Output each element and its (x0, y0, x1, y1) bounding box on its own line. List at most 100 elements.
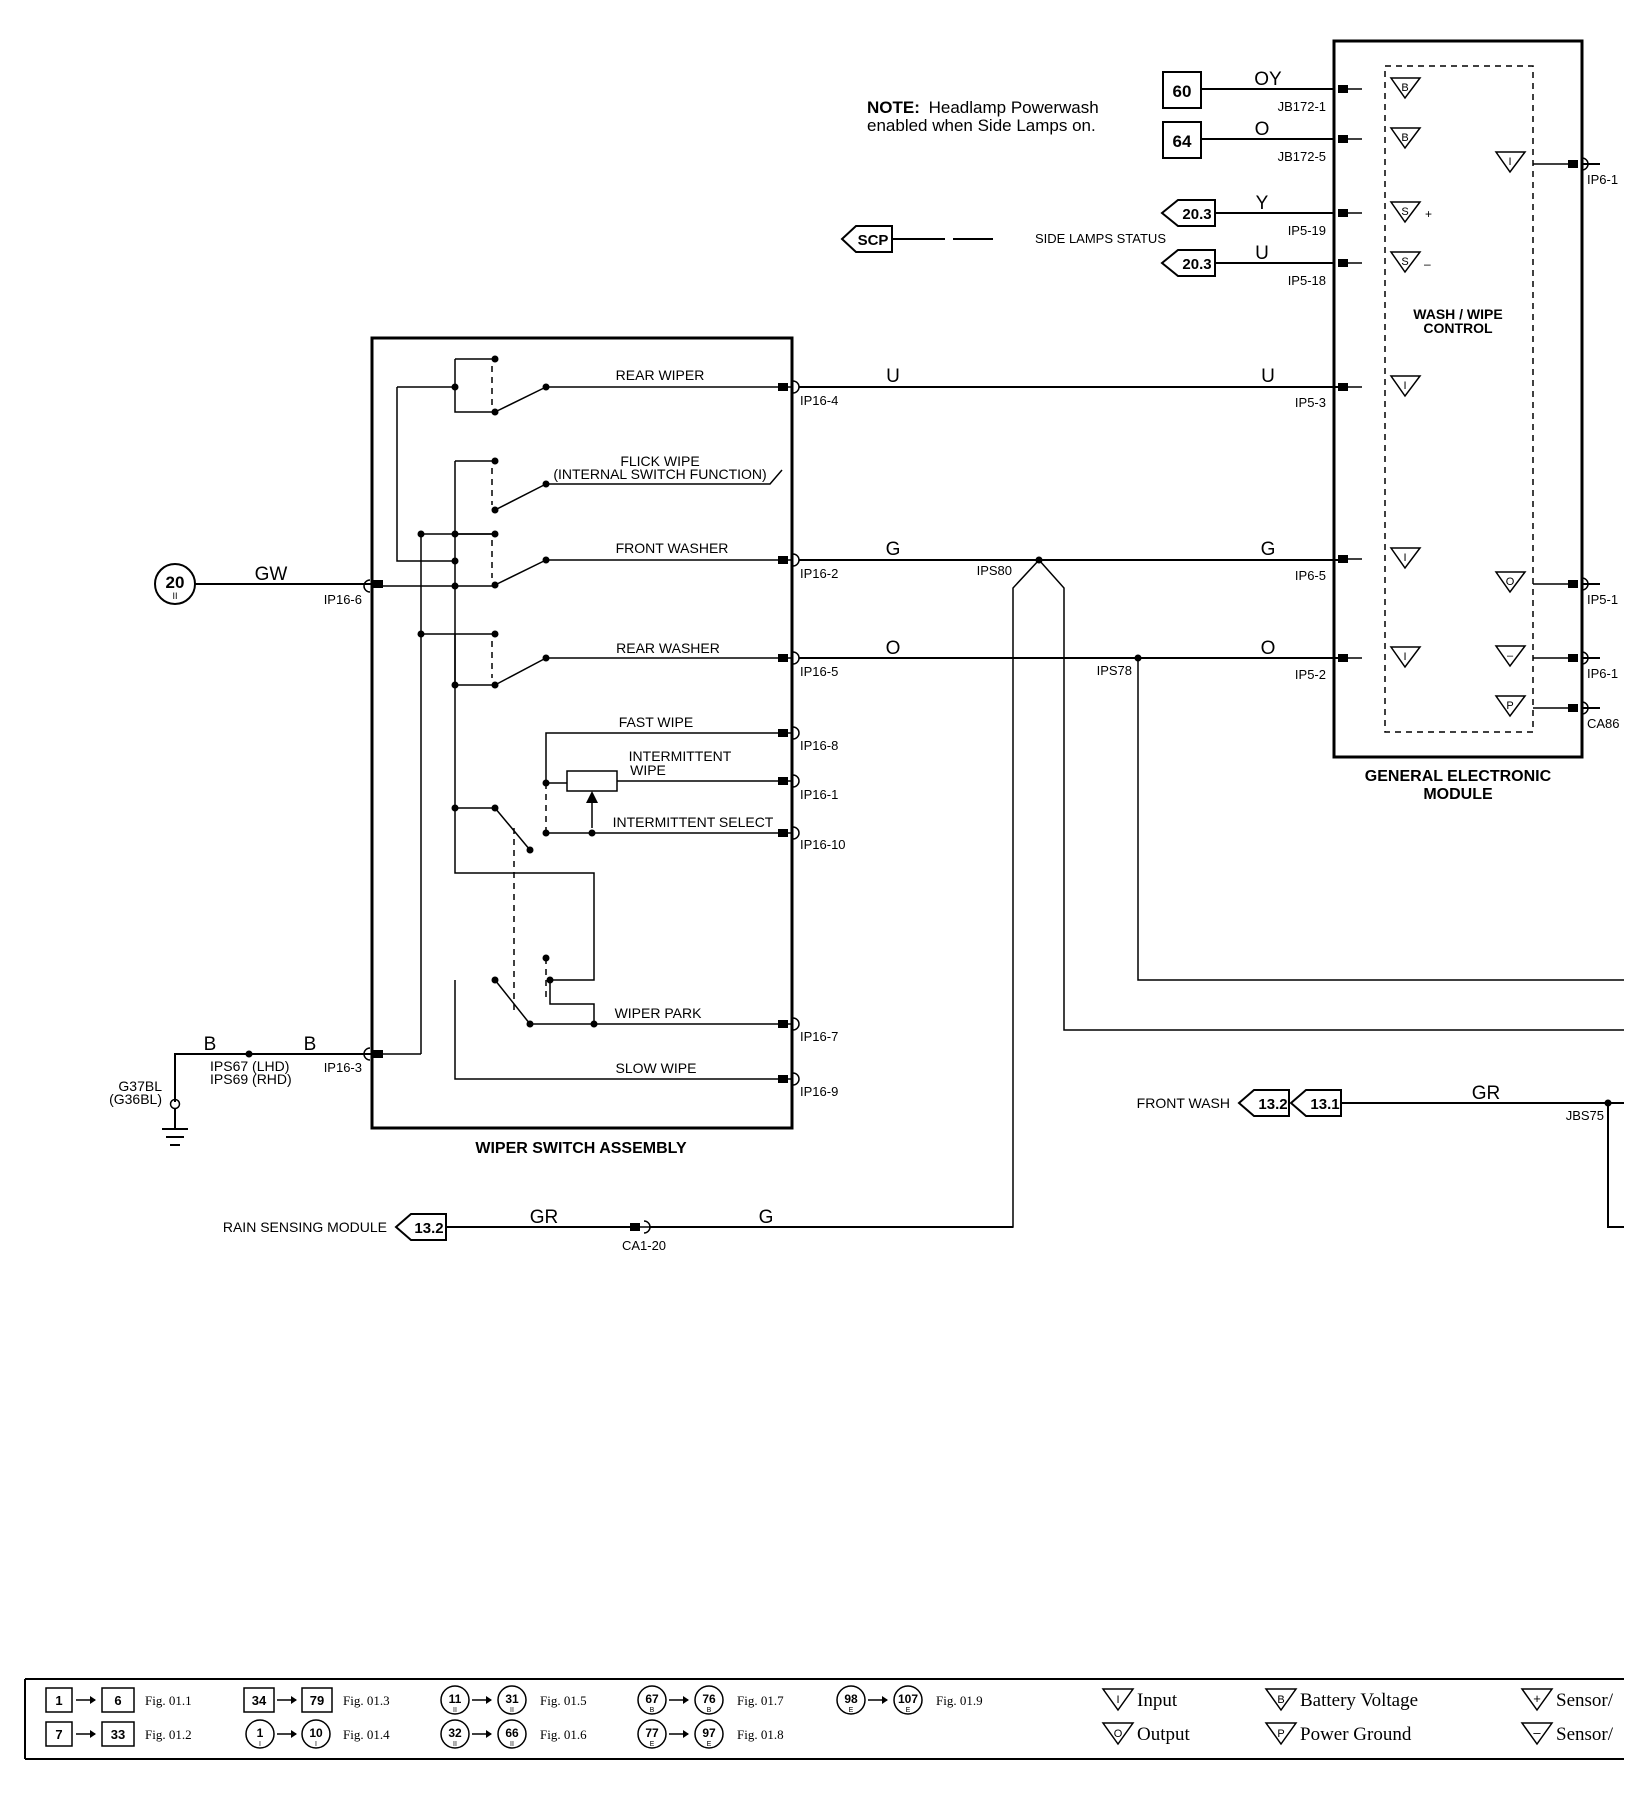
wire-color: O (886, 638, 901, 659)
legend-symbols: I Input O Output B Battery Voltage P Pow… (1101, 1688, 1614, 1746)
sensor-minus-symbol: – (1507, 650, 1514, 662)
sensor-plus-icon: + (1533, 1691, 1541, 1706)
svg-text:Fig. 01.1: Fig. 01.1 (145, 1693, 192, 1708)
pin-label: CA1-20 (622, 1238, 666, 1253)
ground-circuit: B B IPS67 (LHD) IPS69 (RHD) G37BL (G36BL… (109, 1034, 372, 1146)
ground-label: G37BL (118, 1078, 162, 1094)
wire-color: U (886, 366, 900, 387)
power-feed-20: 20 II GW (154, 563, 372, 605)
ground-label: (G36BL) (109, 1091, 162, 1107)
front-wash-reference: FRONT WASH 13.2 13.1 GR JBS75 (1137, 1083, 1624, 1228)
wire-color: G (1261, 539, 1276, 560)
gem-title-2: MODULE (1423, 786, 1493, 803)
pin-label: IP16-10 (800, 837, 846, 852)
svg-text:II: II (510, 1707, 514, 1714)
power-ground-symbol: P (1506, 700, 1513, 712)
legend-fig-01-5: 11 II 31 II Fig. 01.5 (440, 1685, 587, 1715)
gem-pin-label: IP6-1 (1587, 666, 1618, 681)
ref-tag: 20.3 (1182, 256, 1211, 273)
svg-text:76: 76 (702, 1692, 716, 1706)
svg-text:E: E (849, 1707, 854, 1714)
gem-title-1: GENERAL ELECTRONIC (1365, 768, 1552, 785)
pin-label: IP16-6 (324, 592, 362, 607)
output-icon: O (1114, 1728, 1123, 1740)
input-symbol: I (1403, 651, 1406, 663)
scp-reference: SCP SIDE LAMPS STATUS (840, 225, 1166, 253)
pin-label: IP6-5 (1295, 568, 1326, 583)
wire-color: OY (1254, 69, 1282, 90)
ref-tag: 13.2 (1258, 1096, 1287, 1113)
svg-text:97: 97 (702, 1726, 716, 1740)
gem-pin-label: IP6-1 (1587, 172, 1618, 187)
svg-text:Fig. 01.3: Fig. 01.3 (343, 1693, 390, 1708)
svg-text:98: 98 (844, 1692, 858, 1706)
svg-text:11: 11 (449, 1692, 462, 1706)
svg-text:I: I (315, 1741, 317, 1748)
input-icon: I (1116, 1694, 1119, 1706)
svg-text:34: 34 (252, 1693, 267, 1708)
battery-icon: B (1277, 1694, 1284, 1706)
fast-wipe-label: FAST WIPE (619, 714, 693, 730)
svg-text:7: 7 (55, 1727, 62, 1742)
wire-color: O (1261, 638, 1276, 659)
svg-text:77: 77 (645, 1726, 659, 1740)
wire-color: Y (1256, 193, 1269, 214)
pin-label: IP16-9 (800, 1084, 838, 1099)
slow-wipe-label: SLOW WIPE (616, 1060, 697, 1076)
svg-text:Fig. 01.4: Fig. 01.4 (343, 1727, 390, 1742)
rear-wiper-label: REAR WIPER (616, 367, 705, 383)
legend-fig-01-9: 98 E 107 E Fig. 01.9 (836, 1685, 983, 1715)
svg-text:E: E (707, 1741, 712, 1748)
legend-sensor-plus-label: Sensor/ (1556, 1690, 1614, 1711)
note: NOTE: Headlamp Powerwash enabled when Si… (867, 98, 1099, 135)
pin-label: IP16-1 (800, 787, 838, 802)
input-symbol: I (1403, 552, 1406, 564)
legend-input-label: Input (1137, 1690, 1178, 1711)
note-line-1: Headlamp Powerwash (929, 98, 1099, 117)
wire-color: GR (530, 1207, 559, 1228)
note-title: NOTE: (867, 98, 920, 117)
legend-fig-01-3: 34 79 Fig. 01.3 (243, 1687, 390, 1713)
rear-washer-label: REAR WASHER (616, 640, 720, 656)
feed-ref: 20 (166, 573, 185, 592)
pin-label: IP16-8 (800, 738, 838, 753)
wire-color: B (204, 1034, 217, 1055)
ref-tag: 13.2 (414, 1220, 443, 1237)
general-electronic-module: WASH / WIPE CONTROL GENERAL ELECTRONIC M… (1332, 39, 1620, 803)
wire-color: B (304, 1034, 317, 1055)
pin-label: JB172-5 (1278, 149, 1326, 164)
intermittent-wipe-sublabel: WIPE (630, 762, 666, 778)
legend-output-label: Output (1137, 1724, 1191, 1745)
gem-pin-label: CA86 (1587, 716, 1620, 731)
scp-label: SCP (858, 232, 889, 249)
front-washer-label: FRONT WASHER (616, 540, 729, 556)
ref-box-64: 64 (1173, 132, 1192, 151)
switch-contacts (491, 355, 554, 1028)
svg-text:32: 32 (448, 1726, 462, 1740)
gem-input-symbols: B B S + S – I I I (1389, 77, 1432, 669)
pin-label: IP16-7 (800, 1029, 838, 1044)
input-symbol: I (1403, 380, 1406, 392)
svg-text:NOTE: Headlamp Powerwash: NOTE: Headlamp Powerwash (867, 98, 1099, 117)
legend-battery-label: Battery Voltage (1300, 1690, 1418, 1711)
legend: 1 6 Fig. 01.1 7 33 Fig. 01.2 34 79 Fig. … (24, 1678, 1624, 1760)
wiper-switch-title: WIPER SWITCH ASSEMBLY (475, 1140, 687, 1157)
legend-fig-01-6: 32 II 66 II Fig. 01.6 (440, 1719, 587, 1749)
wire-color: GW (255, 564, 288, 585)
pin-label: IP5-3 (1295, 395, 1326, 410)
svg-text:1: 1 (55, 1693, 62, 1708)
sensor-sign: + (1425, 207, 1432, 221)
svg-text:33: 33 (111, 1727, 125, 1742)
legend-sensor-minus-label: Sensor/ (1556, 1724, 1614, 1745)
legend-power-ground-label: Power Ground (1300, 1724, 1412, 1745)
pin-label: IP16-2 (800, 566, 838, 581)
svg-text:67: 67 (645, 1692, 659, 1706)
battery-symbol: B (1401, 82, 1408, 94)
splice-label: IPS67 (LHD) (210, 1058, 289, 1074)
svg-text:Fig. 01.6: Fig. 01.6 (540, 1727, 587, 1742)
svg-text:E: E (906, 1707, 911, 1714)
power-ground-icon: P (1277, 1728, 1284, 1740)
rain-sensing-module-reference: RAIN SENSING MODULE 13.2 GR G CA1-20 (223, 1207, 1013, 1253)
sensor-sign: – (1424, 257, 1431, 271)
